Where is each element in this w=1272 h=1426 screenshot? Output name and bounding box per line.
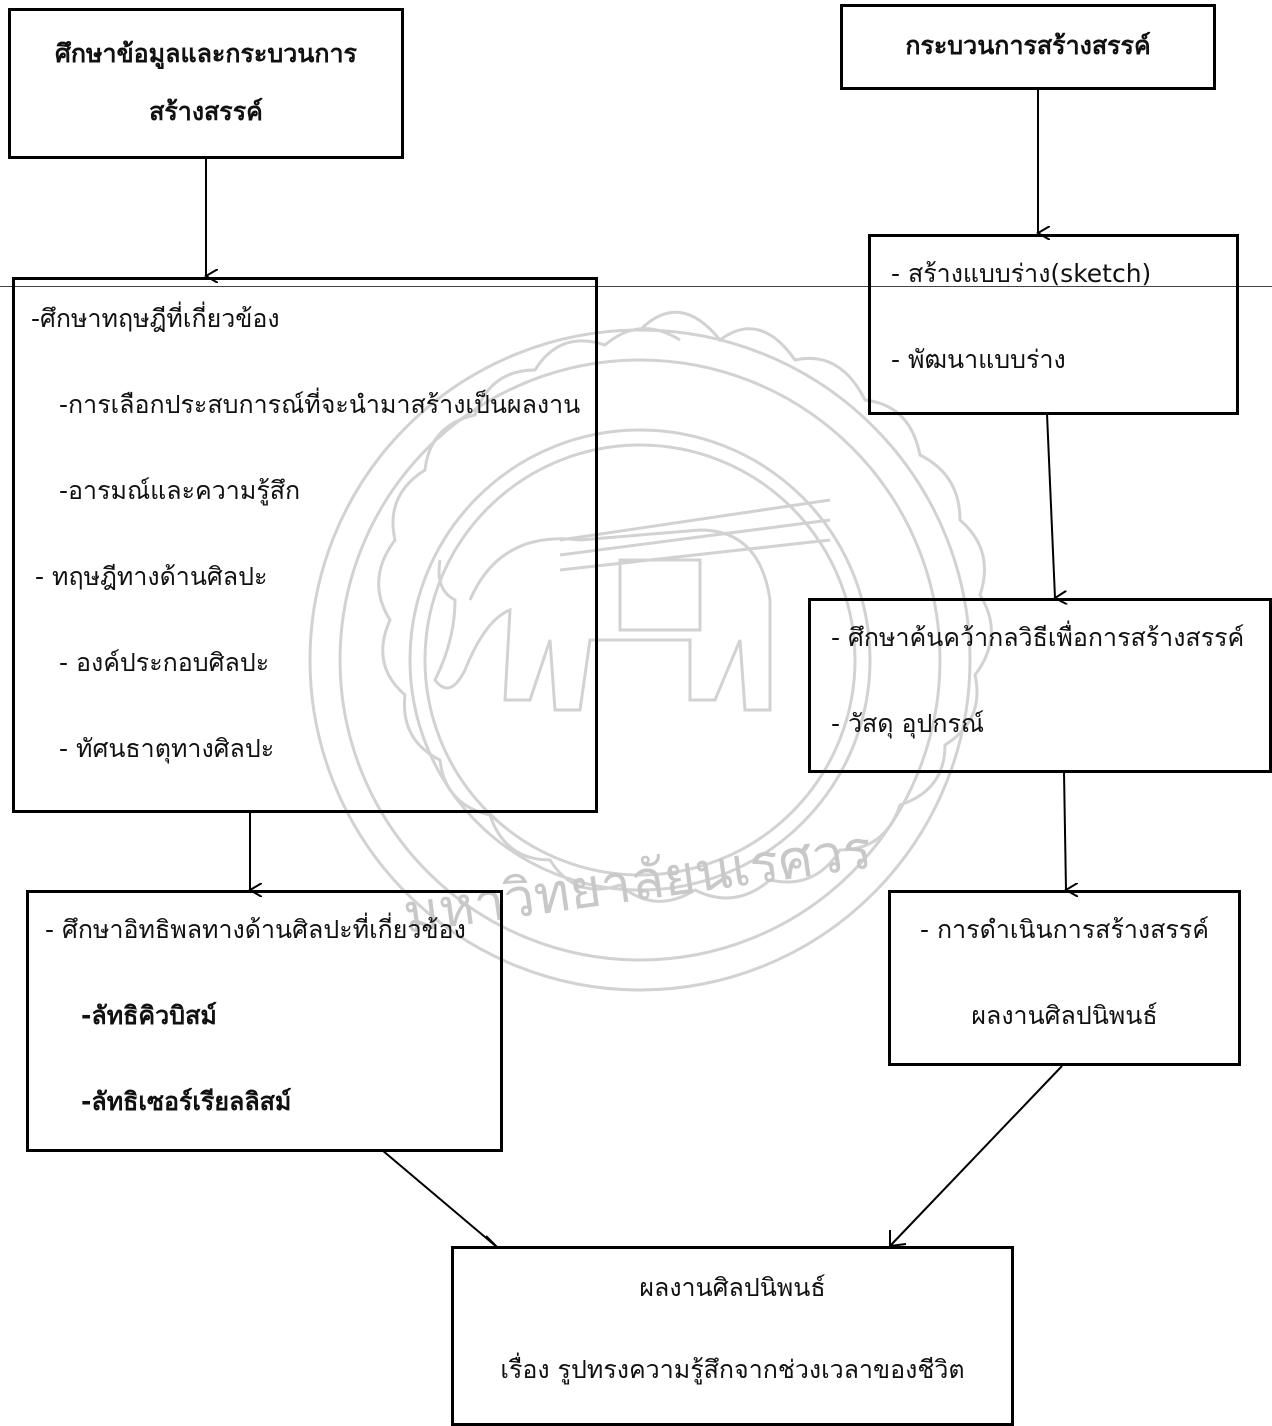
arrow-influence-to-result <box>381 1149 499 1249</box>
influence-item-3: -ลัทธิเซอร์เรียลลิสม์ <box>81 1087 292 1116</box>
result-item-2: เรื่อง รูปทรงความรู้สึกจากช่วงเวลาของชีว… <box>500 1355 965 1384</box>
result-box: ผลงานศิลปนิพนธ์ เรื่อง รูปทรงความรู้สึกจ… <box>451 1246 1014 1426</box>
theory-item-2: -การเลือกประสบการณ์ที่จะนำมาสร้างเป็นผลง… <box>59 390 581 419</box>
study-process-title-line1: ศึกษาข้อมูลและกระบวนการ <box>55 39 357 68</box>
scan-divider-line <box>0 286 1272 287</box>
arrow-execution-to-result <box>889 1065 1063 1247</box>
theory-item-6: - ทัศนธาตุทางศิลปะ <box>59 734 275 763</box>
theory-item-4: - ทฤษฎีทางด้านศิลปะ <box>35 562 268 591</box>
arrow-sketch-to-technique <box>1046 413 1055 598</box>
creation-process-box: กระบวนการสร้างสรรค์ <box>840 4 1216 90</box>
creation-process-title: กระบวนการสร้างสรรค์ <box>905 31 1151 60</box>
sketch-box: - สร้างแบบร่าง(sketch) - พัฒนาแบบร่าง <box>868 234 1239 415</box>
influence-item-1: - ศึกษาอิทธิพลทางด้านศิลปะที่เกี่ยวข้อง <box>45 915 466 944</box>
influence-box: - ศึกษาอิทธิพลทางด้านศิลปะที่เกี่ยวข้อง … <box>26 890 503 1152</box>
theory-item-5: - องค์ประกอบศิลปะ <box>59 648 270 677</box>
technique-item-2: - วัสดุ อุปกรณ์ <box>831 709 985 738</box>
theory-box: -ศึกษาทฤษฎีที่เกี่ยวข้อง -การเลือกประสบก… <box>12 277 598 813</box>
arrow-technique-to-execution <box>1063 771 1066 890</box>
study-process-box: ศึกษาข้อมูลและกระบวนการ สร้างสรรค์ <box>8 8 404 159</box>
execution-item-2: ผลงานศิลปนิพนธ์ <box>971 1001 1158 1030</box>
sketch-item-1: - สร้างแบบร่าง(sketch) <box>891 259 1152 288</box>
technique-box: - ศึกษาค้นคว้ากลวิธีเพื่อการสร้างสรรค์ -… <box>808 598 1272 773</box>
technique-item-1: - ศึกษาค้นคว้ากลวิธีเพื่อการสร้างสรรค์ <box>831 623 1245 652</box>
execution-item-1: - การดำเนินการสร้างสรรค์ <box>920 915 1209 944</box>
influence-item-2: -ลัทธิคิวบิสม์ <box>81 1001 217 1030</box>
theory-item-3: -อารมณ์และความรู้สึก <box>59 476 301 505</box>
execution-box: - การดำเนินการสร้างสรรค์ ผลงานศิลปนิพนธ์ <box>888 890 1241 1066</box>
result-item-1: ผลงานศิลปนิพนธ์ <box>639 1273 826 1302</box>
study-process-title-line2: สร้างสรรค์ <box>149 97 263 126</box>
sketch-item-2: - พัฒนาแบบร่าง <box>891 345 1066 374</box>
theory-item-1: -ศึกษาทฤษฎีที่เกี่ยวข้อง <box>31 304 280 333</box>
